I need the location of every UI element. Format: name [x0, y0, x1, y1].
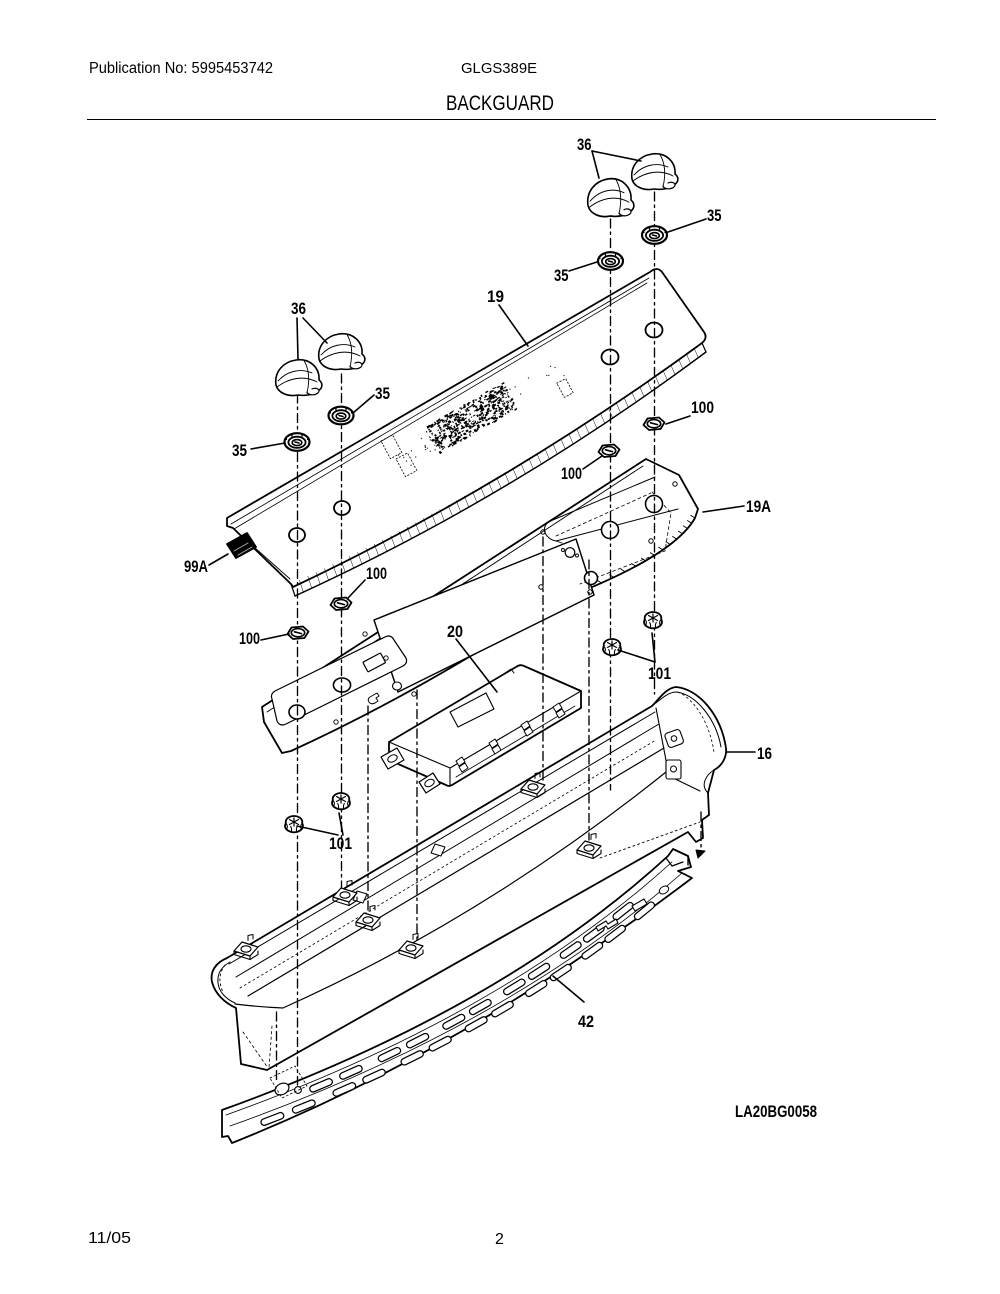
svg-text:42: 42 [578, 1013, 594, 1031]
svg-text:19A: 19A [746, 498, 771, 516]
svg-text:LA20BG0058: LA20BG0058 [735, 1103, 817, 1121]
svg-text:99A: 99A [184, 558, 208, 576]
svg-text:16: 16 [757, 745, 772, 763]
svg-text:35: 35 [707, 207, 722, 225]
svg-text:101: 101 [648, 665, 671, 683]
svg-text:36: 36 [577, 136, 592, 154]
svg-text:BACKGUARD: BACKGUARD [446, 92, 554, 115]
svg-text:20: 20 [447, 623, 463, 641]
svg-text:35: 35 [554, 267, 569, 285]
svg-text:100: 100 [239, 630, 260, 648]
svg-text:GLGS389E: GLGS389E [461, 60, 537, 77]
svg-text:100: 100 [561, 465, 582, 483]
svg-text:35: 35 [375, 385, 390, 403]
svg-text:Publication No: 5995453742: Publication No: 5995453742 [89, 60, 273, 77]
svg-text:101: 101 [329, 835, 352, 853]
svg-text:35: 35 [232, 442, 247, 460]
svg-text:2: 2 [495, 1231, 504, 1248]
svg-text:100: 100 [366, 565, 387, 583]
svg-text:36: 36 [291, 300, 306, 318]
svg-text:19: 19 [487, 288, 504, 306]
svg-text:100: 100 [691, 399, 714, 417]
svg-text:11/05: 11/05 [88, 1230, 131, 1247]
